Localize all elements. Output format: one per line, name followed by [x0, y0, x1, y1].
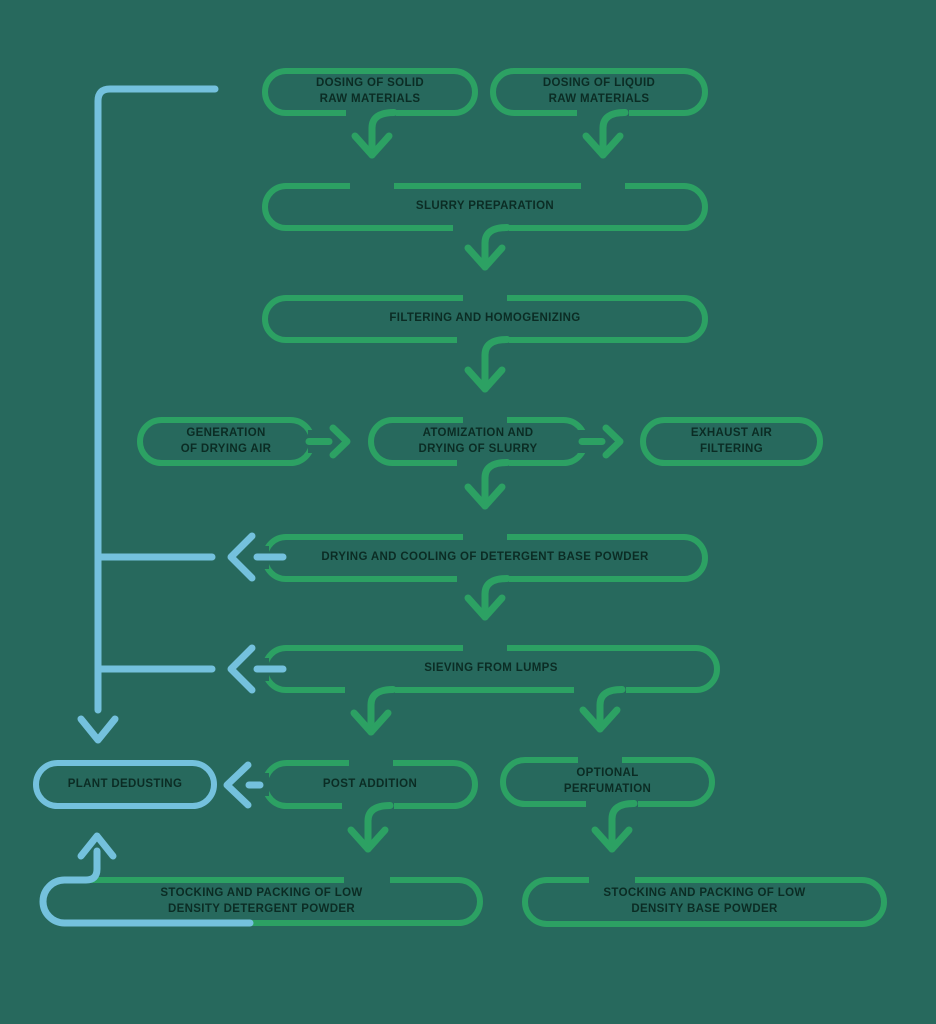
node-plant-dedusting: PLANT DEDUSTING: [33, 760, 217, 809]
node-stocking-packing-low-density-base-powder: STOCKING AND PACKING OF LOW DENSITY BASE…: [522, 877, 887, 927]
chevron-down-icon: [347, 826, 389, 853]
node-generation-of-drying-air: GENERATION OF DRYING AIR: [137, 417, 315, 466]
node-post-addition: POST ADDITION: [262, 760, 478, 809]
chevron-down-icon: [579, 706, 621, 733]
arrow-slurry-to-filtering: [464, 224, 511, 271]
arrow-optional-perfumation-to-stocking-base: [591, 800, 638, 853]
node-stocking-packing-low-density-detergent-powder: STOCKING AND PACKING OF LOW DENSITY DETE…: [40, 877, 483, 926]
chevron-up-icon: [77, 832, 117, 860]
dedusting-trunk-line: [77, 85, 219, 744]
chevron-left-icon: [223, 761, 252, 809]
node-atomization-and-drying-of-slurry: ATOMIZATION AND DRYING OF SLURRY: [368, 417, 588, 466]
arrow-dosing-solid-to-slurry: [351, 109, 398, 159]
arrow-post-addition-to-stocking-detergent: [347, 802, 394, 853]
arrow-sieving-to-dedusting: [94, 644, 287, 694]
chevron-left-icon: [227, 644, 256, 694]
chevron-down-icon: [464, 483, 506, 510]
node-exhaust-air-filtering: EXHAUST AIR FILTERING: [640, 417, 823, 466]
arrow-dosing-liquid-to-slurry: [582, 109, 629, 159]
chevron-down-icon: [77, 715, 119, 744]
arrow-filtering-to-atomization: [464, 336, 511, 393]
node-dosing-liquid-raw-materials: DOSING OF LIQUID RAW MATERIALS: [490, 68, 708, 116]
chevron-down-icon: [464, 366, 506, 393]
chevron-down-icon: [591, 826, 633, 853]
chevron-down-icon: [582, 132, 624, 159]
node-optional-perfumation: OPTIONAL PERFUMATION: [500, 757, 715, 807]
chevron-right-icon: [602, 424, 624, 459]
chevron-right-icon: [329, 424, 351, 459]
arrow-sieving-to-optional-perfumation: [579, 686, 626, 733]
node-sieving-from-lumps: SIEVING FROM LUMPS: [262, 645, 720, 693]
arrow-post-addition-to-plant-dedusting: [223, 761, 264, 809]
chevron-left-icon: [227, 532, 256, 582]
chevron-down-icon: [464, 244, 506, 271]
arrow-drying-cooling-to-dedusting: [94, 532, 287, 582]
arrow-sieving-to-post-addition: [350, 686, 397, 736]
node-dosing-solid-raw-materials: DOSING OF SOLID RAW MATERIALS: [262, 68, 478, 116]
node-filtering-and-homogenizing: FILTERING AND HOMOGENIZING: [262, 295, 708, 343]
arrow-atomization-to-drying-cooling: [464, 459, 511, 510]
chevron-down-icon: [351, 132, 393, 159]
chevron-down-icon: [464, 594, 506, 621]
chevron-down-icon: [350, 709, 392, 736]
arrow-drying-cooling-to-sieving: [464, 575, 511, 621]
node-drying-and-cooling-of-detergent-base-powder: DRYING AND COOLING OF DETERGENT BASE POW…: [262, 534, 708, 582]
node-slurry-preparation: SLURRY PREPARATION: [262, 183, 708, 231]
